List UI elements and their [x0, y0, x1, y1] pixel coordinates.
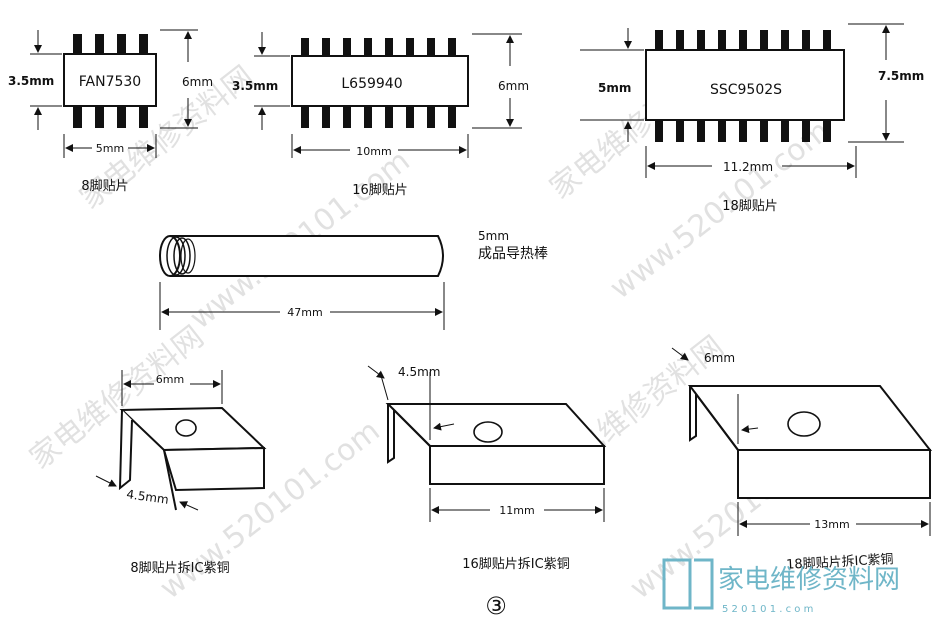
- logo-name: 家电维修资料网: [718, 565, 900, 595]
- chip-16pin-bottom-pins: [301, 106, 456, 128]
- bracket-8pin-side-label: 4.5mm: [126, 487, 170, 507]
- bracket-18pin-side-label: 6mm: [704, 351, 735, 365]
- rod-diameter-label: 5mm: [478, 229, 509, 243]
- rod-length-label: 47mm: [287, 306, 322, 319]
- bracket-8pin: 6mm 4.5mm 8脚贴片拆IC紫铜: [95, 370, 267, 576]
- logo-url: 5 2 0 1 0 1 . c o m: [722, 604, 813, 615]
- chip-18pin: SSC9502S 5mm 7.5mm 11.2mm 18脚贴片: [580, 23, 924, 214]
- bracket-18pin-width-label: 13mm: [814, 518, 849, 531]
- bracket-16pin-caption: 16脚贴片拆IC紫铜: [462, 556, 569, 572]
- bracket-16pin-side-label: 4.5mm: [398, 365, 440, 379]
- chip-8pin-height-label: 3.5mm: [8, 74, 54, 88]
- chip-18pin-caption: 18脚贴片: [722, 198, 778, 214]
- chip-18pin-width-label: 11.2mm: [723, 160, 773, 174]
- chip-18pin-name: SSC9502S: [710, 82, 782, 98]
- watermark-layer: 家电维修资料网 www.520101.com 家电维修资料网 www.52010…: [23, 49, 856, 606]
- bracket-16pin: 4.5mm 11mm 16脚贴片拆IC紫铜: [367, 365, 607, 572]
- chip-8pin: FAN7530 3.5mm 6mm 5mm 8脚贴片: [8, 29, 213, 194]
- figure-number: ③: [485, 592, 507, 620]
- bracket-18pin-caption: 18脚贴片拆IC紫铜: [786, 551, 894, 573]
- chip-16pin-height-label: 3.5mm: [232, 79, 278, 93]
- bracket-8pin-caption: 8脚贴片拆IC紫铜: [130, 560, 229, 576]
- chip-16pin-caption: 16脚贴片: [352, 182, 408, 198]
- bracket-18pin: 6mm 13mm 18脚贴片拆IC紫铜: [671, 347, 933, 573]
- chip-18pin-top-pins: [655, 30, 831, 50]
- chip-16pin-outer-label: 6mm: [498, 79, 529, 93]
- chip-16pin-width-label: 10mm: [356, 145, 391, 158]
- rod-name: 成品导热棒: [478, 246, 548, 262]
- site-logo: 家电维修资料网 5 2 0 1 0 1 . c o m: [662, 558, 900, 615]
- heat-rod: 5mm 成品导热棒 47mm: [159, 229, 548, 330]
- chip-8pin-outer-label: 6mm: [182, 75, 213, 89]
- chip-18pin-height-label: 5mm: [598, 81, 631, 95]
- bracket-8pin-top-label: 6mm: [156, 373, 184, 386]
- chip-16pin-top-pins: [301, 38, 456, 56]
- chip-8pin-name: FAN7530: [79, 74, 141, 90]
- chip-16pin: L659940 3.5mm 6mm 10mm 16脚贴片: [232, 32, 529, 198]
- chip-18pin-bottom-pins: [655, 120, 831, 142]
- chip-8pin-width-label: 5mm: [96, 142, 124, 155]
- chip-16pin-name: L659940: [341, 76, 402, 92]
- bracket-16pin-width-label: 11mm: [499, 504, 534, 517]
- chip-8pin-caption: 8脚贴片: [81, 178, 128, 194]
- chip-18pin-outer-label: 7.5mm: [878, 69, 924, 83]
